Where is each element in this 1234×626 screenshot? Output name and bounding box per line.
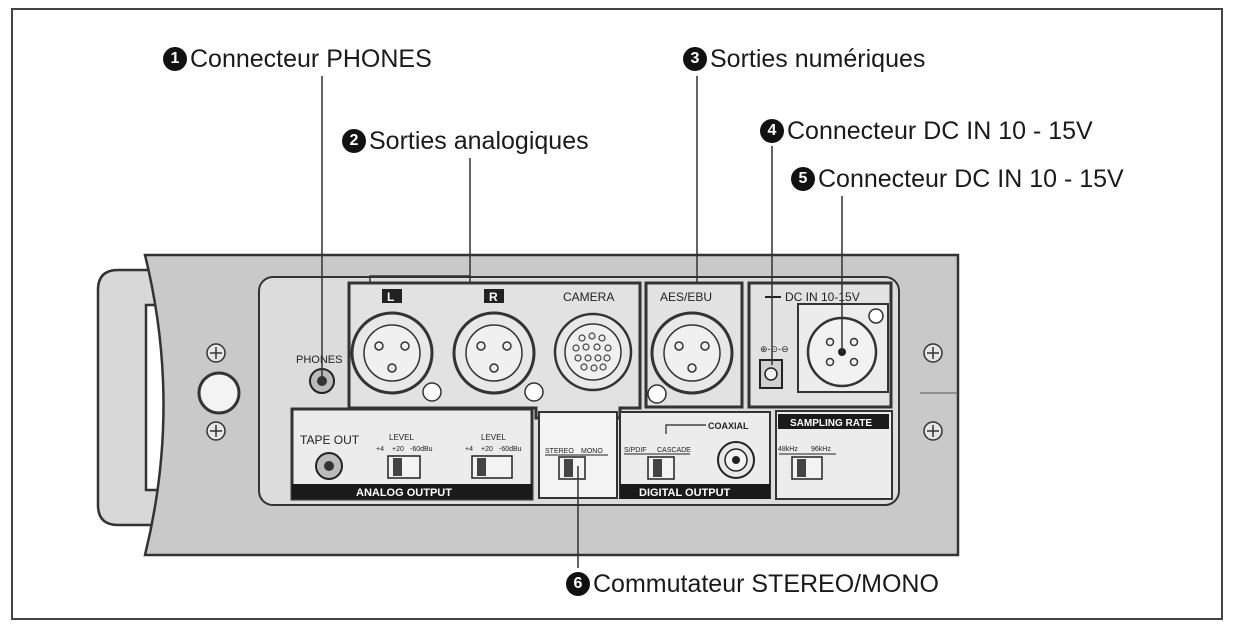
screw-bottom-right-icon: [923, 421, 943, 441]
sampling-rate-label: SAMPLING RATE: [790, 418, 872, 429]
sampling-rate-switch-knob: [797, 459, 806, 477]
sampling-rate-switch: [791, 456, 823, 480]
xlr-right-pin: [502, 341, 512, 351]
xlr-right-pin: [476, 341, 486, 351]
tape-out-label: TAPE OUT: [300, 433, 360, 447]
stereo-label: STEREO: [545, 448, 574, 455]
camera-connector-inner: [564, 323, 622, 381]
coaxial-bracket: [665, 424, 706, 434]
xlr-left-tag: [382, 289, 402, 303]
level-label-left: LEVEL: [389, 433, 414, 442]
aes-ebu-pin: [687, 363, 697, 373]
callout-label-3: Sorties numériques: [710, 45, 926, 73]
dc-xlr4-latch: [868, 308, 884, 324]
callout-digital-outputs: 3 Sorties numériques: [683, 44, 925, 74]
callout-number-2: 2: [342, 129, 366, 153]
dc-xlr4-pin: [825, 337, 835, 347]
xlr-left-tag-label: L: [387, 290, 394, 304]
screw-bottom-left-icon: [206, 421, 226, 441]
s-pdif-label: S/PDIF: [624, 447, 647, 454]
xlr-right-tag-label: R: [489, 290, 498, 304]
digital-output-label: DIGITAL OUTPUT: [639, 487, 731, 499]
level-label-right: LEVEL: [481, 433, 506, 442]
xlr-right-pin: [489, 363, 499, 373]
sr-96-label: 96kHz: [811, 446, 831, 453]
screw-top-left-icon: [206, 343, 226, 363]
callout-label-4: Connecteur DC IN 10 - 15V: [787, 117, 1093, 145]
mono-label: MONO: [581, 448, 603, 455]
round-knob: [197, 371, 241, 415]
camera-connector-pins: [572, 332, 612, 372]
callout-number-5: 5: [791, 167, 815, 191]
xlr-right-tag: [484, 289, 504, 303]
callout-number-4: 4: [760, 119, 784, 143]
callout-label-1: Connecteur PHONES: [190, 45, 432, 73]
tape-out-jack-hole: [324, 461, 334, 471]
dc-xlr4-pin: [849, 337, 859, 347]
callout-analog-outputs: 2 Sorties analogiques: [342, 126, 589, 156]
xlr-left-inner: [363, 324, 421, 382]
aes-ebu-label: AES/EBU: [660, 290, 712, 304]
level-switch-right-knob: [477, 458, 486, 476]
digital-output-bar: [620, 484, 770, 499]
stereo-mono-switch-knob: [564, 459, 573, 477]
callout-dc-in-5: 5 Connecteur DC IN 10 - 15V: [791, 164, 1124, 194]
xlr-left-pin: [400, 341, 410, 351]
callout-number-1: 1: [163, 47, 187, 71]
level-scale-left-2: +20: [392, 446, 404, 453]
dc-in-label: DC IN 10-15V: [785, 290, 860, 304]
callout-label-5: Connecteur DC IN 10 - 15V: [818, 165, 1124, 193]
callout-phones-connector: 1 Connecteur PHONES: [163, 44, 432, 74]
callout-label-6: Commutateur STEREO/MONO: [593, 570, 939, 598]
level-scale-right-2: +20: [481, 446, 493, 453]
callout-stereo-mono-switch: 6 Commutateur STEREO/MONO: [566, 569, 939, 599]
sampling-rate-bar: [778, 414, 889, 429]
coaxial-rca-pin: [732, 456, 740, 464]
xlr-left-pin: [374, 341, 384, 351]
leader-line-2: [369, 158, 471, 283]
aes-ebu-pin: [674, 341, 684, 351]
callout-label-2: Sorties analogiques: [369, 127, 589, 155]
sr-48-label: 48kHz: [778, 446, 798, 453]
callout-number-6: 6: [566, 572, 590, 596]
xlr-left-latch: [422, 382, 442, 402]
dc-polarity-symbol: ⊕-⊙-⊖: [760, 344, 789, 354]
phones-label: PHONES: [296, 354, 342, 366]
level-scale-left-3: -60dBu: [410, 446, 433, 453]
analog-output-bar: [292, 484, 532, 499]
callout-number-3: 3: [683, 47, 707, 71]
phones-jack-hole: [317, 376, 327, 386]
aes-ebu-pin: [700, 341, 710, 351]
callout-dc-in-4: 4 Connecteur DC IN 10 - 15V: [760, 116, 1093, 146]
level-scale-right-1: +4: [465, 446, 473, 453]
xlr-right-inner: [465, 324, 523, 382]
level-scale-right-3: -60dBu: [499, 446, 522, 453]
level-scale-left-1: +4: [376, 446, 384, 453]
analog-output-label: ANALOG OUTPUT: [356, 487, 452, 499]
dc-small-jack-hole: [764, 367, 778, 381]
xlr-right-latch: [524, 382, 544, 402]
screw-top-right-icon: [923, 343, 943, 363]
camera-label: CAMERA: [563, 290, 614, 304]
aes-ebu-latch: [647, 384, 667, 404]
level-switch-left: [387, 455, 421, 479]
dc-xlr4-pin: [825, 357, 835, 367]
coaxial-label: COAXIAL: [708, 421, 749, 431]
aes-ebu-inner: [663, 324, 721, 382]
level-switch-left-knob: [393, 458, 402, 476]
xlr-left-pin: [387, 363, 397, 373]
dc-xlr4-pin: [849, 357, 859, 367]
cascade-label: CASCADE: [657, 447, 691, 454]
digital-mode-switch-knob: [653, 459, 662, 477]
